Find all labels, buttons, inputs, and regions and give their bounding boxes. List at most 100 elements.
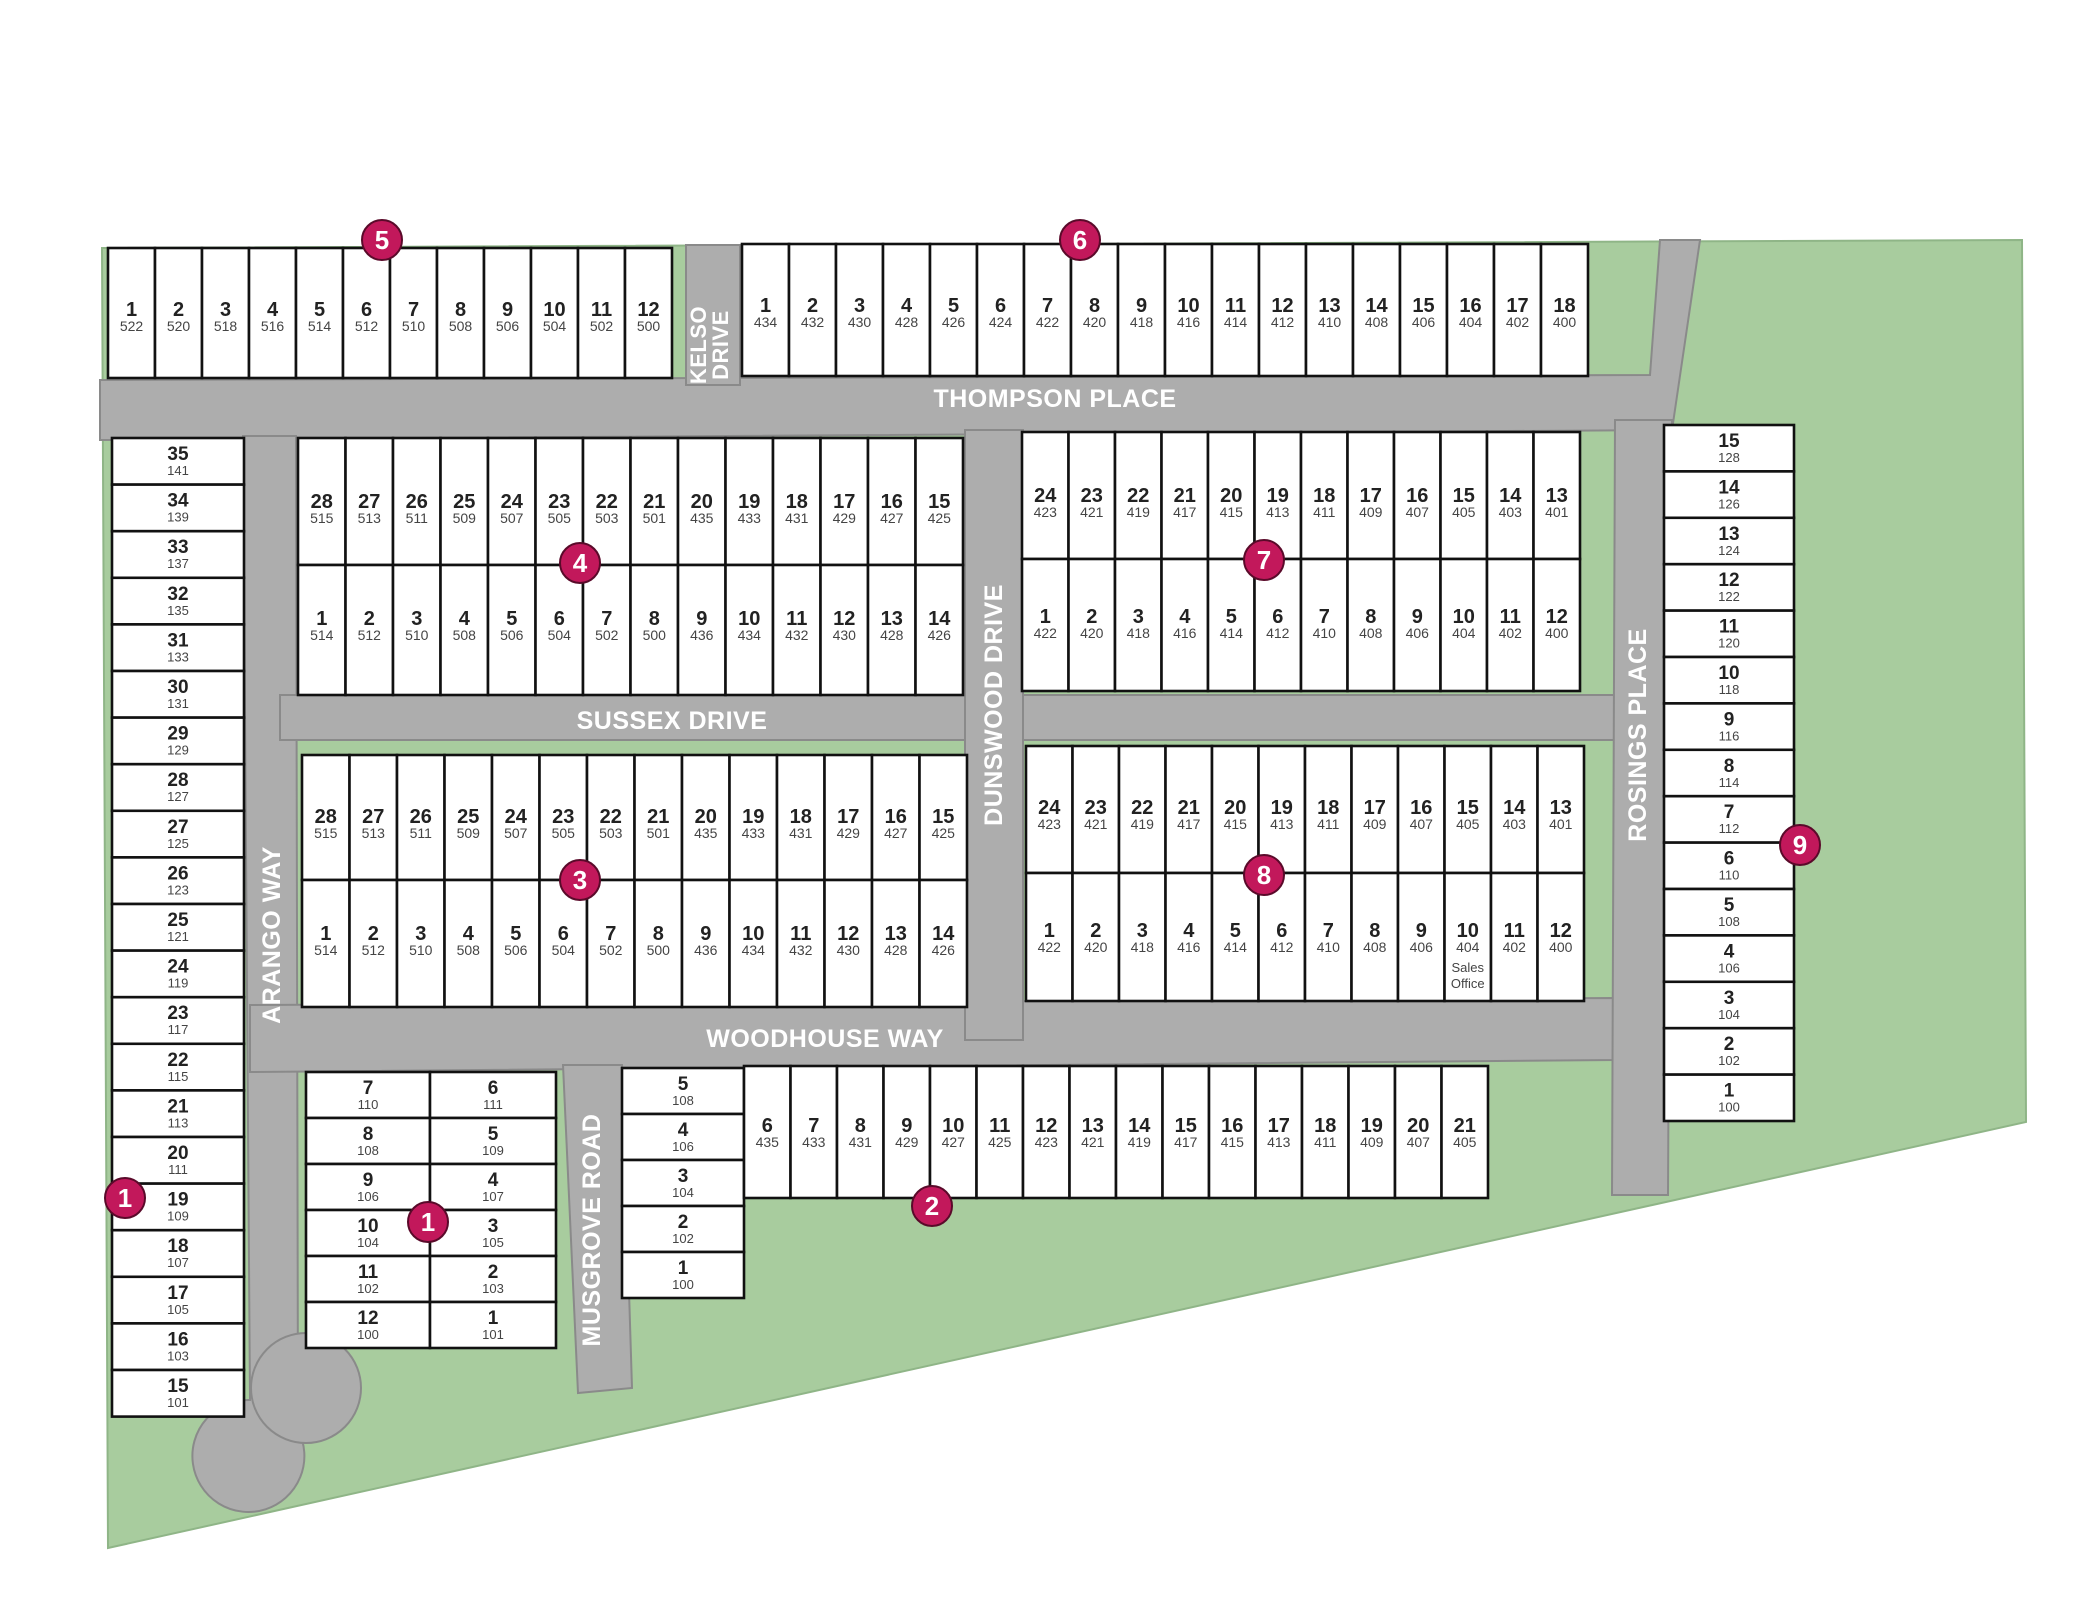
lot-parcel[interactable]: [304, 1070, 432, 1120]
lot-parcel[interactable]: [1257, 744, 1307, 875]
lot-parcel[interactable]: [1067, 557, 1117, 693]
lot-parcel[interactable]: [486, 436, 537, 567]
lot-parcel[interactable]: [1393, 1064, 1443, 1200]
lot-parcel[interactable]: [1164, 871, 1214, 1003]
lot-parcel[interactable]: [1210, 871, 1260, 1003]
lot-parcel[interactable]: [1161, 1064, 1211, 1200]
lot-parcel[interactable]: [439, 563, 490, 697]
lot-parcel[interactable]: [914, 436, 965, 567]
lot-parcel[interactable]: [1443, 871, 1493, 1003]
lot-parcel[interactable]: [348, 878, 399, 1009]
lot-parcel[interactable]: [1439, 557, 1489, 693]
lot-parcel[interactable]: [391, 436, 442, 567]
lot-parcel[interactable]: [1254, 1064, 1304, 1200]
lot-parcel[interactable]: [486, 563, 537, 697]
lot-parcel[interactable]: [388, 246, 439, 380]
lot-parcel[interactable]: [1020, 557, 1070, 693]
lot-parcel[interactable]: [1489, 744, 1539, 875]
lot-parcel[interactable]: [1662, 887, 1796, 937]
lot-parcel[interactable]: [1022, 242, 1073, 378]
lot-parcel[interactable]: [1662, 1026, 1796, 1076]
lot-parcel[interactable]: [1303, 871, 1353, 1003]
lot-parcel[interactable]: [304, 1300, 432, 1350]
lot-parcel[interactable]: [428, 1070, 558, 1120]
lot-parcel[interactable]: [1206, 430, 1256, 561]
lot-parcel[interactable]: [110, 809, 246, 859]
lot-parcel[interactable]: [1160, 557, 1210, 693]
lot-parcel[interactable]: [1536, 871, 1586, 1003]
lot-parcel[interactable]: [1445, 242, 1496, 378]
map-marker[interactable]: 1: [407, 1201, 449, 1243]
lot-parcel[interactable]: [620, 1066, 746, 1116]
lot-parcel[interactable]: [1163, 242, 1214, 378]
lot-parcel[interactable]: [304, 1162, 432, 1212]
lot-parcel[interactable]: [914, 563, 965, 697]
lot-parcel[interactable]: [1160, 430, 1210, 561]
lot-parcel[interactable]: [819, 436, 870, 567]
lot-parcel[interactable]: [1398, 242, 1449, 378]
lot-parcel[interactable]: [1662, 980, 1796, 1030]
lot-parcel[interactable]: [110, 436, 246, 486]
